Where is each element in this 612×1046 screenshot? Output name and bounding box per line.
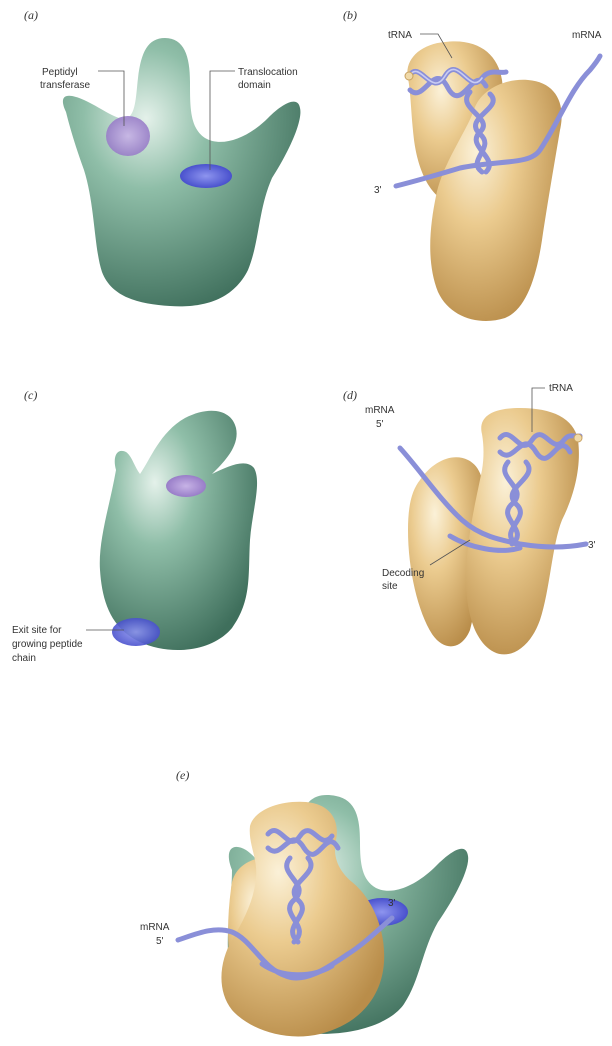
decoding-label-line1: Decoding	[382, 568, 424, 579]
exit-label-line1: Exit site for	[12, 625, 62, 636]
peptidyl-label-line2: transferase	[40, 80, 90, 91]
mrna-label-e: mRNA	[140, 922, 170, 933]
trna-end-icon-d	[574, 434, 582, 442]
three-prime-label: 3'	[374, 185, 382, 196]
panel-d: (d) tRNA mRNA 5' 3' Decoding site	[343, 383, 596, 654]
trna-label-d: tRNA	[549, 383, 573, 394]
panel-e: (e) mRNA 5' 3'	[140, 768, 468, 1037]
trna-label: tRNA	[388, 30, 412, 41]
exit-label-line2: growing peptide	[12, 639, 83, 650]
panel-e-letter: (e)	[176, 768, 189, 782]
mrna-label: mRNA	[572, 30, 602, 41]
decoding-label-line2: site	[382, 581, 398, 592]
mrna-label-d: mRNA	[365, 405, 395, 416]
peptidyl-label-line1: Peptidyl	[42, 67, 78, 78]
panel-a: (a) Peptidyl transferase Translocation d…	[24, 8, 300, 306]
three-prime-label-d: 3'	[588, 540, 596, 551]
translocation-domain-site	[180, 164, 232, 188]
five-prime-label-d: 5'	[376, 419, 384, 430]
translocation-label-line1: Translocation	[238, 67, 298, 78]
panel-d-letter: (d)	[343, 388, 357, 402]
translocation-label-line2: domain	[238, 80, 271, 91]
peptidyl-transferase-site	[106, 116, 150, 156]
three-prime-label-e: 3'	[388, 898, 396, 909]
trna-end-icon	[405, 72, 413, 80]
exit-site	[112, 618, 160, 646]
panel-b-letter: (b)	[343, 8, 357, 22]
large-subunit-rotated	[100, 411, 257, 650]
exit-label-line3: chain	[12, 653, 36, 664]
peptidyl-site-c	[166, 475, 206, 497]
panel-c: (c) Exit site for growing peptide chain	[12, 388, 257, 664]
five-prime-label-e: 5'	[156, 936, 164, 947]
panel-c-letter: (c)	[24, 388, 37, 402]
panel-b: (b) tRNA mRNA 3'	[343, 8, 602, 321]
panel-a-letter: (a)	[24, 8, 38, 22]
